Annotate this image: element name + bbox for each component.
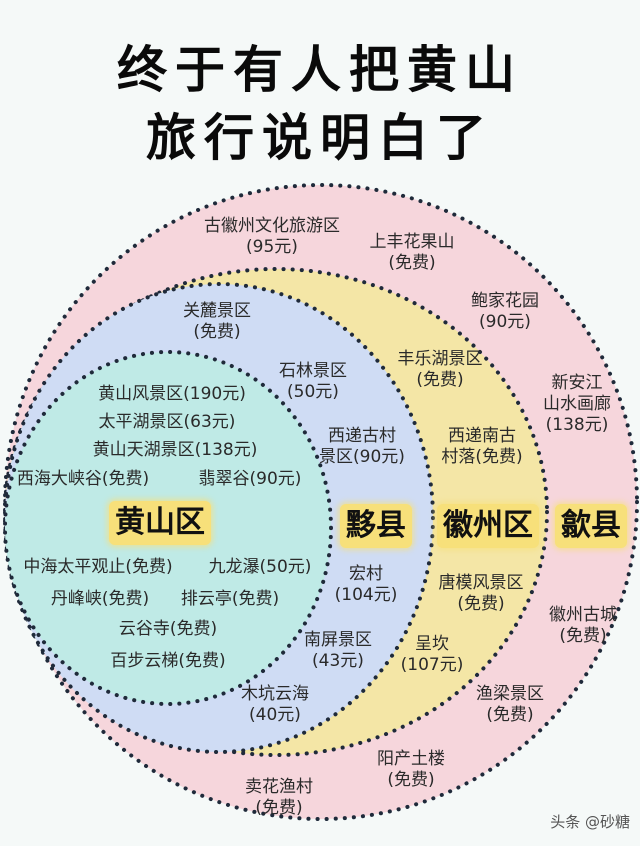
spot-taipinghu: 太平湖景区(63元)	[98, 412, 236, 432]
region-label-shexian: 歙县	[555, 504, 627, 548]
spot-guanlu: 关麓景区(免费)	[183, 301, 251, 342]
spot-jiulongpu: 九龙瀑(50元)	[208, 557, 312, 577]
spot-zhonghai: 中海太平观止(免费)	[23, 557, 173, 577]
spot-yuliang: 渔梁景区(免费)	[476, 684, 544, 725]
spot-xidi-nangu: 西递南古村落(免费)	[441, 426, 523, 467]
region-label-huangshan: 黄山区	[109, 501, 211, 545]
spot-gu-huizhou: 古徽州文化旅游区(95元)	[204, 216, 340, 257]
title-line-1: 终于有人把黄山	[117, 41, 523, 99]
spot-tangmo: 唐模风景区(免费)	[438, 573, 524, 614]
spot-yangchan: 阳产土楼(免费)	[377, 749, 445, 790]
region-label-yixian: 黟县	[340, 504, 412, 548]
spot-chengkan: 呈坎(107元)	[400, 634, 464, 675]
spot-shilin: 石林景区(50元)	[279, 361, 347, 402]
spot-xidi-village: 西递古村景区(90元)	[319, 426, 405, 467]
spot-nanping: 南屏景区(43元)	[304, 630, 372, 671]
spot-huizhou-ancient-city: 徽州古城(免费)	[549, 605, 617, 646]
spot-maihua: 卖花渔村(免费)	[245, 777, 313, 818]
spot-mukeng: 木坑云海(40元)	[241, 684, 309, 725]
spot-baibu-yunti: 百步云梯(免费)	[110, 651, 226, 671]
spot-xinanjiang: 新安江山水画廊(138元)	[543, 373, 611, 435]
spot-danfengxia: 丹峰峡(免费)	[50, 589, 150, 609]
title-line-2: 旅行说明白了	[146, 109, 494, 167]
spot-hongcun: 宏村(104元)	[334, 564, 398, 605]
region-label-huizhou: 徽州区	[437, 504, 539, 548]
spot-paiyunting: 排云亭(免费)	[180, 589, 280, 609]
spot-shangfeng: 上丰花果山(免费)	[369, 232, 455, 273]
spot-yungusi: 云谷寺(免费)	[118, 619, 218, 639]
spot-xihai-canyon: 西海大峡谷(免费)	[16, 469, 150, 489]
watermark: 头条 @砂糖	[550, 813, 630, 831]
spot-baojia-garden: 鲍家花园(90元)	[471, 291, 539, 332]
spot-feicuigu: 翡翠谷(90元)	[198, 469, 302, 489]
spot-huangshan-scenic: 黄山风景区(190元)	[98, 384, 246, 404]
spot-fenglehu: 丰乐湖景区(免费)	[397, 349, 483, 390]
spot-tianhu: 黄山天湖景区(138元)	[92, 440, 258, 460]
